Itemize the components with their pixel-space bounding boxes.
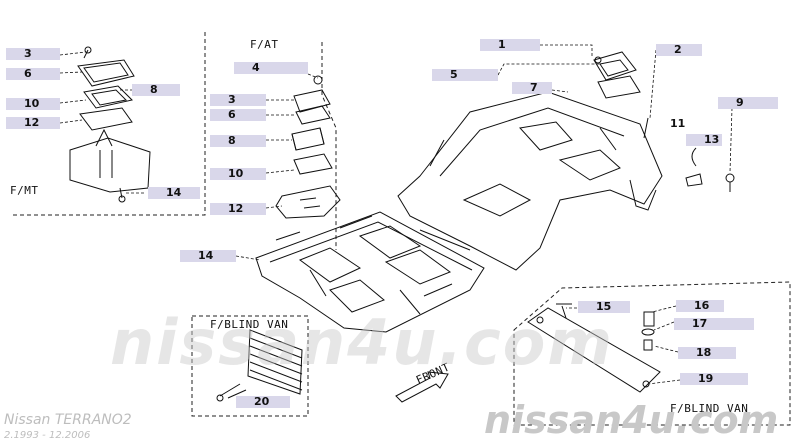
front-floor-panel <box>255 211 485 333</box>
fat-parts-stack <box>275 75 341 219</box>
model-name: Nissan TERRANO2 <box>4 412 132 428</box>
callout-6-fat: 6 <box>210 109 266 121</box>
callout-14-main: 14 <box>180 250 236 262</box>
front-arrow <box>395 371 449 403</box>
callout-19: 19 <box>680 373 748 385</box>
rear-floor-panel <box>397 91 663 271</box>
watermark-center: nissan4u.com <box>110 306 614 379</box>
callout-3-fat: 3 <box>210 94 266 106</box>
callout-11: 11 <box>670 117 686 130</box>
callout-15: 15 <box>578 301 630 313</box>
callout-10: 10 <box>6 98 60 110</box>
watermark-bottom-right: nissan4u.com <box>484 398 779 442</box>
callout-2: 2 <box>656 44 702 56</box>
rear-small-parts <box>593 51 735 192</box>
callout-8-fat: 8 <box>210 135 266 147</box>
callout-10-fat: 10 <box>210 168 266 180</box>
callout-16: 16 <box>676 300 724 312</box>
label-fat: F/AT <box>250 38 279 51</box>
section-dividers <box>12 32 791 426</box>
callout-3: 3 <box>6 48 60 60</box>
callout-14: 14 <box>148 187 200 199</box>
leader-lines <box>59 44 733 401</box>
label-blind-van-left: F/BLIND VAN <box>210 318 289 331</box>
blind-van-grille <box>216 329 303 402</box>
callout-20: 20 <box>236 396 290 408</box>
callout-12: 12 <box>6 117 60 129</box>
callout-18: 18 <box>678 347 736 359</box>
callout-7: 7 <box>512 82 552 94</box>
callout-1: 1 <box>480 39 540 51</box>
model-period: 2.1993 - 12.2006 <box>4 430 91 441</box>
callout-13: 13 <box>686 134 722 146</box>
callout-5: 5 <box>432 69 498 81</box>
callout-4: 4 <box>234 62 308 74</box>
callout-6: 6 <box>6 68 60 80</box>
fmt-shift-assembly <box>69 46 151 203</box>
callout-12-fat: 12 <box>210 203 266 215</box>
callout-8: 8 <box>132 84 180 96</box>
callout-17: 17 <box>674 318 754 330</box>
callout-9: 9 <box>718 97 778 109</box>
label-fmt: F/MT <box>10 184 39 197</box>
blind-van-bar <box>527 303 661 393</box>
label-blind-van-right: F/BLIND VAN <box>670 402 749 415</box>
